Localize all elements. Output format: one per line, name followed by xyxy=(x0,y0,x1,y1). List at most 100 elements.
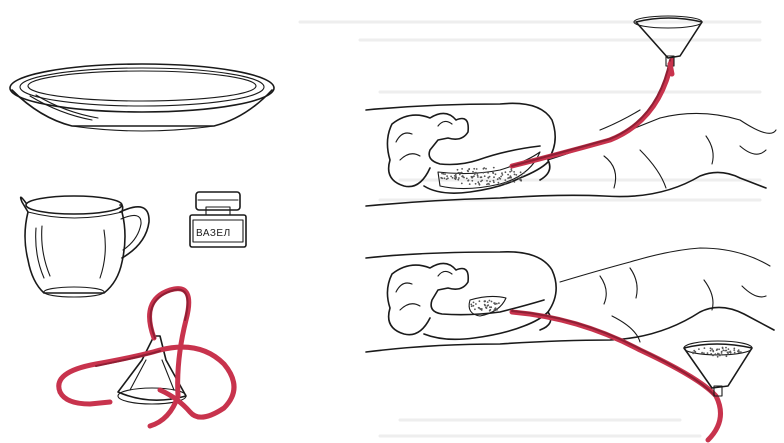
stipple-dot xyxy=(486,180,488,182)
stool-dots-top xyxy=(440,167,525,186)
stipple-dot xyxy=(710,353,712,355)
stipple-dot xyxy=(472,171,474,173)
stipple-dot xyxy=(477,175,479,177)
stipple-dot xyxy=(484,175,486,177)
stipple-dot xyxy=(497,178,499,180)
stipple-dot xyxy=(722,347,724,349)
stipple-dot xyxy=(728,351,730,353)
enema-inflow-scene xyxy=(366,16,776,206)
stipple-dot xyxy=(457,172,459,174)
stipple-dot xyxy=(489,306,491,308)
stipple-dot xyxy=(514,174,516,176)
stipple-dot xyxy=(716,349,718,351)
stipple-dot xyxy=(440,177,442,179)
stipple-dot xyxy=(484,300,486,302)
stipple-dot xyxy=(447,177,449,179)
stipple-dot xyxy=(727,352,729,354)
stipple-dot xyxy=(461,176,463,178)
stipple-dot xyxy=(701,352,703,354)
stipple-dot xyxy=(507,174,509,176)
stipple-dot xyxy=(444,173,446,175)
stipple-dot xyxy=(725,350,727,352)
stipple-dot xyxy=(498,177,500,179)
stipple-dot xyxy=(733,348,735,350)
stipple-dot xyxy=(493,302,495,304)
stipple-dot xyxy=(483,167,485,169)
stipple-dot xyxy=(718,353,720,355)
stipple-dot xyxy=(468,168,470,170)
stipple-dot xyxy=(487,304,489,306)
stipple-dot xyxy=(502,174,504,176)
stipple-dot xyxy=(479,300,481,302)
stipple-dot xyxy=(496,308,498,310)
stipple-dot xyxy=(467,171,469,173)
stipple-dot xyxy=(710,350,712,352)
stipple-dot xyxy=(495,173,497,175)
stipple-dot xyxy=(523,172,525,174)
stipple-dot xyxy=(485,168,487,170)
stipple-dot xyxy=(486,307,488,309)
stipple-dot xyxy=(473,302,475,304)
stipple-dot xyxy=(480,181,482,183)
stipple-dot xyxy=(471,305,473,307)
stipple-dot xyxy=(718,348,720,350)
stipple-dot xyxy=(444,177,446,179)
vaseline-jar: ВАЗЕЛ xyxy=(190,192,246,247)
stipple-dot xyxy=(721,354,723,356)
stipple-dot xyxy=(473,168,475,170)
stipple-dot xyxy=(482,172,484,174)
stipple-dot xyxy=(710,347,712,349)
stipple-dot xyxy=(489,300,491,302)
stipple-dot xyxy=(509,171,511,173)
stipple-dot xyxy=(441,173,443,175)
stipple-dot xyxy=(707,352,709,354)
stipple-dot xyxy=(450,176,452,178)
stipple-dot xyxy=(521,176,523,178)
stipple-dot xyxy=(454,175,456,177)
stipple-dot xyxy=(489,181,491,183)
stipple-dot xyxy=(510,176,512,178)
stipple-dot xyxy=(514,181,516,183)
stipple-dot xyxy=(520,171,522,173)
stipple-dot xyxy=(461,172,463,174)
stipple-dot xyxy=(493,309,495,311)
stipple-dot xyxy=(740,351,742,353)
stipple-dot xyxy=(498,182,500,184)
stipple-dot xyxy=(459,174,461,176)
jug xyxy=(21,196,149,297)
stipple-dot xyxy=(477,181,479,183)
stipple-dot xyxy=(477,176,479,178)
stipple-dot xyxy=(457,169,459,171)
stipple-dot xyxy=(738,349,740,351)
stipple-dot xyxy=(466,178,468,180)
stipple-dot xyxy=(698,348,700,350)
stipple-dot xyxy=(469,183,471,185)
stipple-dot xyxy=(491,301,493,303)
stipple-dot xyxy=(476,168,478,170)
stipple-dot xyxy=(487,301,489,303)
stipple-dot xyxy=(467,180,469,182)
coiled-tube-with-funnel xyxy=(59,289,234,426)
stipple-dot xyxy=(726,355,728,357)
stipple-dot xyxy=(475,172,477,174)
stipple-dot xyxy=(693,350,695,352)
stipple-dot xyxy=(721,351,723,353)
stipple-dot xyxy=(493,181,495,183)
stipple-dot xyxy=(457,179,459,181)
enema-outflow-scene xyxy=(366,248,774,440)
stipple-dot xyxy=(505,171,507,173)
stipple-dot xyxy=(492,172,494,174)
stipple-dot xyxy=(472,176,474,178)
stipple-dot xyxy=(728,348,730,350)
basin xyxy=(10,64,274,131)
stipple-dot xyxy=(461,168,463,170)
stipple-dot xyxy=(475,183,477,185)
stipple-dot xyxy=(471,180,473,182)
stipple-dot xyxy=(515,174,517,176)
stipple-dot xyxy=(493,180,495,182)
stipple-dot xyxy=(461,183,463,185)
stipple-dot xyxy=(458,177,460,179)
stipple-dot xyxy=(734,352,736,354)
stipple-dot xyxy=(473,305,475,307)
